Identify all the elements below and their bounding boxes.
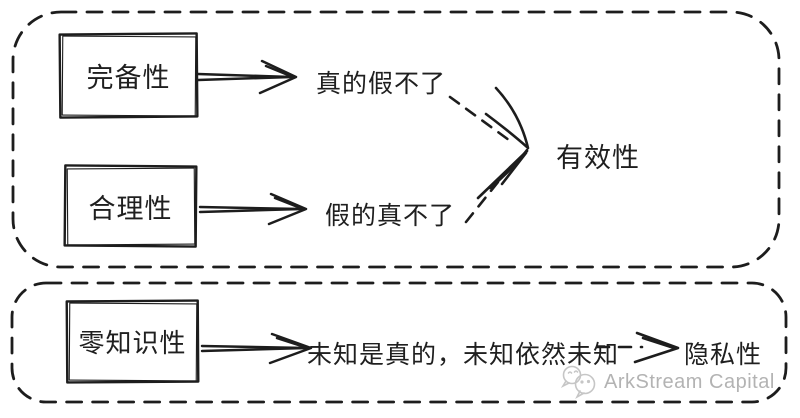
arrow-soundness-icon: [198, 192, 308, 226]
box-soundness: [63, 164, 198, 248]
box-zero-knowledge: [65, 299, 200, 384]
dashed-arrow-privacy-icon: [595, 331, 680, 364]
arrow-zero-knowledge-icon: [200, 332, 313, 365]
completeness-label: 完备性: [86, 63, 171, 93]
box-completeness: [58, 32, 199, 119]
zero-knowledge-label: 零知识性: [78, 328, 187, 358]
wechat-icon: [560, 365, 596, 400]
validity-label: 有效性: [556, 143, 640, 173]
bottom-dashed-container: [10, 281, 788, 404]
completeness-result-label: 真的假不了: [316, 70, 447, 98]
zero-knowledge-result-label: 未知是真的，未知依然未知: [307, 341, 620, 369]
soundness-result-label: 假的真不了: [325, 202, 456, 230]
soundness-label: 合理性: [88, 193, 173, 224]
dashed-arrow-lower-icon: [464, 148, 529, 224]
watermark-text: ArkStream Capital: [604, 371, 775, 393]
privacy-label: 隐私性: [684, 341, 763, 369]
top-dashed-container: [11, 10, 781, 269]
dashed-arrow-upper-icon: [448, 86, 530, 150]
arrow-completeness-icon: [196, 59, 298, 95]
